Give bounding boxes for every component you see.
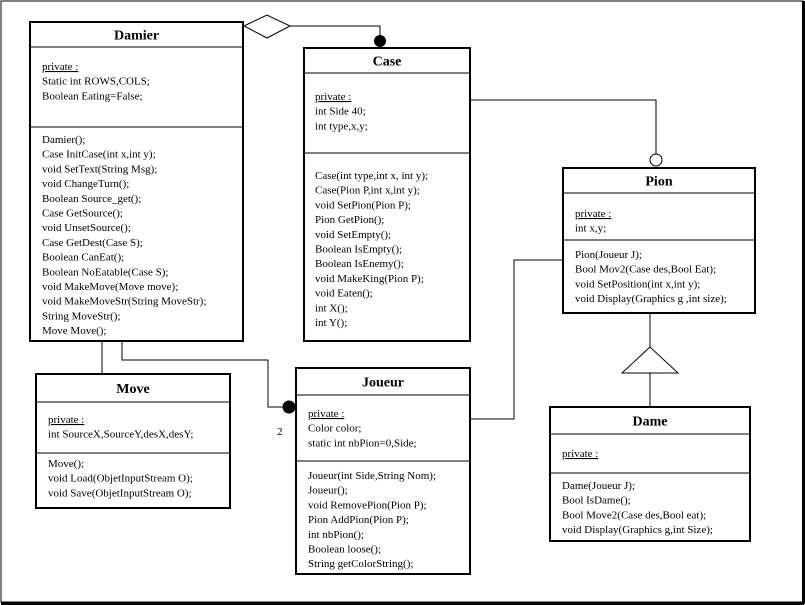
case-method: Pion GetPion(); (315, 214, 384, 226)
dame-method: Bool IsDame(); (562, 495, 631, 507)
case-attribute: private : (315, 91, 351, 103)
joueur-method: Joueur(); (308, 485, 348, 497)
case-method: void Eaten(); (315, 288, 373, 300)
damier-method: Boolean NoEatable(Case S); (42, 266, 168, 278)
pion-attribute: int x,y; (575, 223, 606, 235)
relations (101, 14, 680, 420)
move-method: void Save(ObjetInputStream O); (48, 487, 192, 499)
class-damier: Damier private : Static int ROWS,COLS; Bool… (29, 21, 244, 342)
case-pion-link (470, 99, 657, 154)
joueur-method: String getColorString(); (308, 558, 413, 570)
case-method: void SetPion(Pion P); (315, 199, 411, 211)
case-attribute: int type,x,y; (315, 120, 368, 132)
joueur-method: void RemovePion(Pion P); (308, 499, 427, 511)
joueur-attribute: Color color; (308, 423, 361, 435)
damier-attribute: private : (42, 61, 78, 73)
joueur-method: Joueur(int Side,String Nom); (308, 470, 436, 482)
joueur-pion-link (470, 259, 563, 420)
joueur-multiplicity: 2 (277, 426, 283, 438)
damier-method: Case GetDest(Case S); (42, 237, 143, 249)
case-class-name: Case (373, 55, 402, 70)
damier-class-name: Damier (114, 29, 159, 44)
class-joueur: Joueur private : Color color; static int nb… (295, 367, 471, 575)
pion-method: void Display(Graphics g ,int size); (575, 293, 727, 305)
dame-class-name: Dame (633, 415, 668, 430)
move-class-name: Move (116, 382, 149, 397)
class-pion: Pion private : int x,y; Pion(Joueur J); Bool… (562, 167, 756, 314)
damier-method: String MoveStr(); (42, 310, 121, 322)
move-method: Move(); (48, 458, 84, 470)
class-move: Move private : int SourceX,SourceY,desX,de… (35, 373, 231, 509)
classes-layer: Damier private : Static int ROWS,COLS; Bool… (29, 21, 756, 575)
case-method: void SetEmpty(); (315, 229, 391, 241)
dame-attribute: private : (562, 448, 598, 460)
case-method: Boolean IsEnemy(); (315, 258, 404, 270)
move-box (35, 373, 231, 509)
case-method: int Y(); (315, 317, 347, 329)
joueur-attribute: static int nbPion=0,Side; (308, 437, 417, 449)
pion-attribute: private : (575, 208, 611, 220)
move-attribute: private : (48, 414, 84, 426)
damier-method: Case InitCase(int x,int y); (42, 149, 156, 161)
move-method: void Load(ObjetInputStream O); (48, 473, 193, 485)
pion-end-circle (649, 153, 663, 167)
case-method: Boolean IsEmpty(); (315, 244, 402, 256)
pion-method: Bool Mov2(Case des,Bool Eat); (575, 264, 716, 276)
damier-method: Move Move(); (42, 325, 106, 337)
inheritance-triangle (620, 346, 680, 374)
pion-method: void SetPosition(int x,int y); (575, 278, 700, 290)
dame-box (549, 406, 751, 542)
damier-method: void SetText(String Msg); (42, 163, 157, 175)
damier-method: void MakeMove(Move move); (42, 281, 178, 293)
case-box (303, 47, 471, 342)
damier-box (29, 21, 244, 342)
dame-method: Dame(Joueur J); (562, 480, 635, 492)
damier-method: void MakeMoveStr(String MoveStr); (42, 296, 206, 308)
pion-method: Pion(Joueur J); (575, 249, 642, 261)
case-method: Case(Pion P,int x,int y); (315, 185, 420, 197)
case-attribute: int Side 40; (315, 106, 366, 118)
damier-attribute: Boolean Eating=False; (42, 90, 143, 102)
damier-method: Boolean Source_get(); (42, 193, 141, 205)
class-dame: Dame private : Dame(Joueur J); Bool IsDame(… (549, 406, 751, 542)
joueur-method: int nbPion(); (308, 529, 364, 541)
case-method: int X(); (315, 302, 348, 314)
case-end-dot (374, 35, 386, 47)
aggregation-diamond (242, 14, 292, 39)
damier-case-link (290, 25, 381, 42)
class-case: Case private : int Side 40; int type,x,y; Ca… (303, 47, 471, 342)
joueur-box (295, 367, 471, 575)
joueur-end-dot (282, 400, 296, 414)
damier-method: void UnsetSource(); (42, 222, 131, 234)
damier-method: void ChangeTurn(); (42, 178, 129, 190)
joueur-attribute: private : (308, 408, 344, 420)
damier-joueur-link (121, 341, 284, 408)
dame-method: void Display(Graphics g,int Size); (562, 524, 713, 536)
case-method: Case(int type,int x, int y); (315, 170, 428, 182)
joueur-class-name: Joueur (362, 376, 404, 391)
joueur-method: Pion AddPion(Pion P); (308, 514, 409, 526)
damier-method: Boolean CanEat(); (42, 252, 124, 264)
joueur-method: Boolean loose(); (308, 544, 381, 556)
dame-method: Bool Move2(Case des,Bool eat); (562, 509, 706, 521)
damier-method: Damier(); (42, 134, 85, 146)
case-method: void MakeKing(Pion P); (315, 273, 424, 285)
damier-method: Case GetSource(); (42, 208, 123, 220)
damier-attribute: Static int ROWS,COLS; (42, 76, 150, 88)
move-attribute: int SourceX,SourceY,desX,desY; (48, 429, 193, 441)
pion-class-name: Pion (645, 175, 672, 190)
